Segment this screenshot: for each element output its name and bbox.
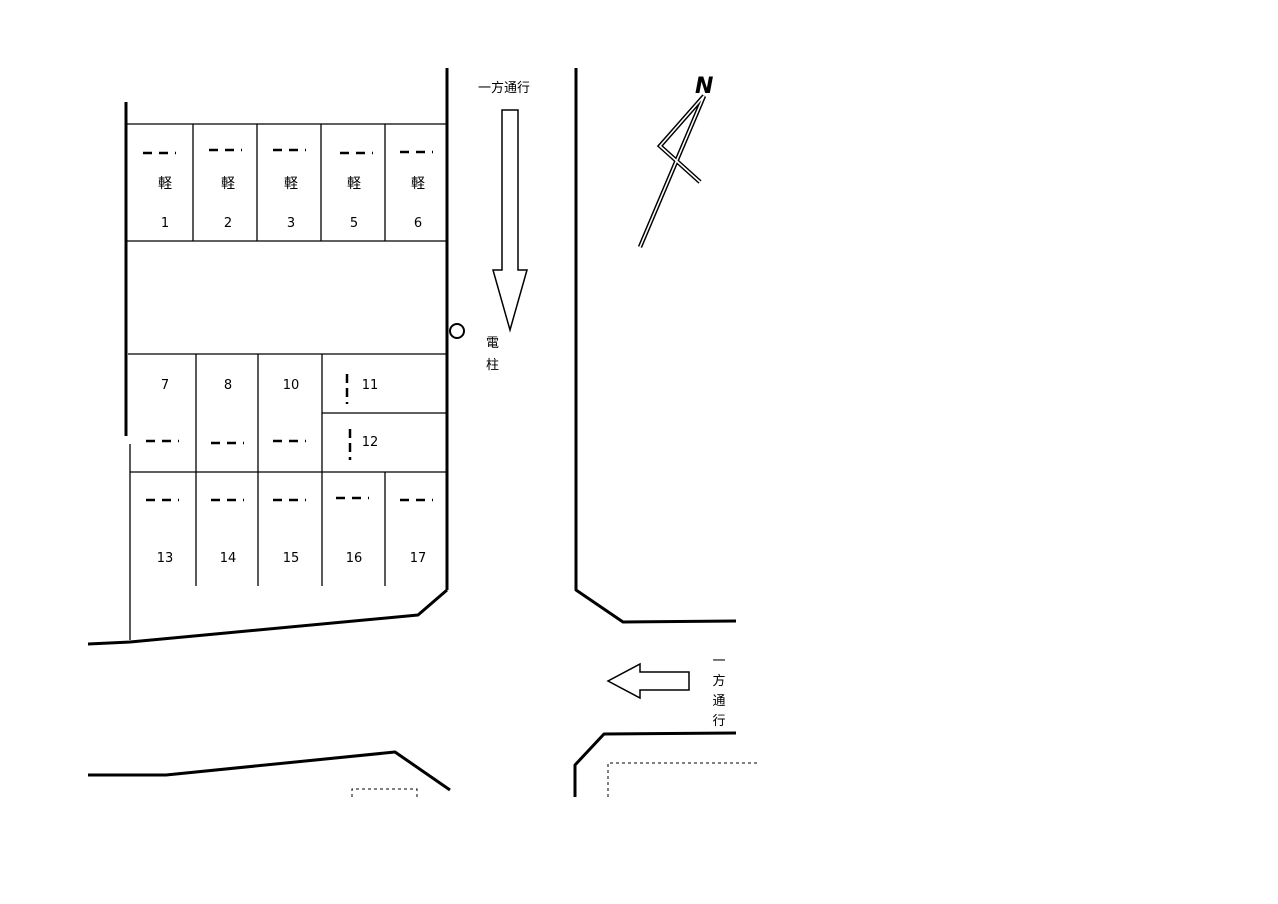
kei-label: 軽 <box>411 176 425 192</box>
space-number: 7 <box>161 378 169 393</box>
space-number: 1 <box>161 216 169 231</box>
lot-south-edge <box>87 588 448 646</box>
space-number: 16 <box>346 551 363 566</box>
neighbor-building-outline <box>607 762 757 797</box>
space-number: 13 <box>157 551 174 566</box>
wheel-stops <box>143 148 433 502</box>
kei-labels: 軽 軽 軽 軽 軽 <box>158 176 425 192</box>
space-number: 5 <box>350 216 358 231</box>
space-number: 10 <box>283 378 300 393</box>
north-label: N <box>695 74 713 99</box>
space-number: 6 <box>414 216 422 231</box>
space-number: 14 <box>220 551 237 566</box>
road-south-edge <box>88 750 451 792</box>
stall-lines <box>126 123 447 640</box>
kei-label: 軽 <box>347 176 361 192</box>
kei-label: 軽 <box>158 176 172 192</box>
road-southeast-corner <box>573 731 737 797</box>
one-way-char: 方 <box>712 673 725 689</box>
pole-label-1: 電 <box>486 336 499 351</box>
pole-label-2: 柱 <box>486 358 499 373</box>
one-way-arrow-left-icon <box>606 662 690 700</box>
road-east-corner <box>574 68 737 624</box>
space-number: 3 <box>287 216 295 231</box>
space-number: 17 <box>410 551 427 566</box>
space-numbers: 1 2 3 5 6 7 8 10 11 12 13 14 15 16 17 <box>157 216 427 566</box>
kei-label: 軽 <box>221 176 235 192</box>
one-way-label-top: 一方通行 <box>478 80 530 96</box>
neighbor-building-outline <box>351 788 418 797</box>
road-edges <box>87 68 737 797</box>
space-number: 8 <box>224 378 232 393</box>
one-way-char: 一 <box>712 654 725 669</box>
north-arrow-icon <box>637 94 707 248</box>
one-way-arrow-down-icon <box>492 109 528 333</box>
space-number: 15 <box>283 551 300 566</box>
one-way-char: 通 <box>712 694 725 709</box>
kei-label: 軽 <box>284 176 298 192</box>
one-way-label-right: 一 方 通 行 <box>712 654 725 729</box>
space-number: 12 <box>362 435 379 450</box>
space-number: 11 <box>362 378 379 393</box>
utility-pole-icon <box>449 323 465 339</box>
space-number: 2 <box>224 216 232 231</box>
one-way-char: 行 <box>712 714 725 729</box>
